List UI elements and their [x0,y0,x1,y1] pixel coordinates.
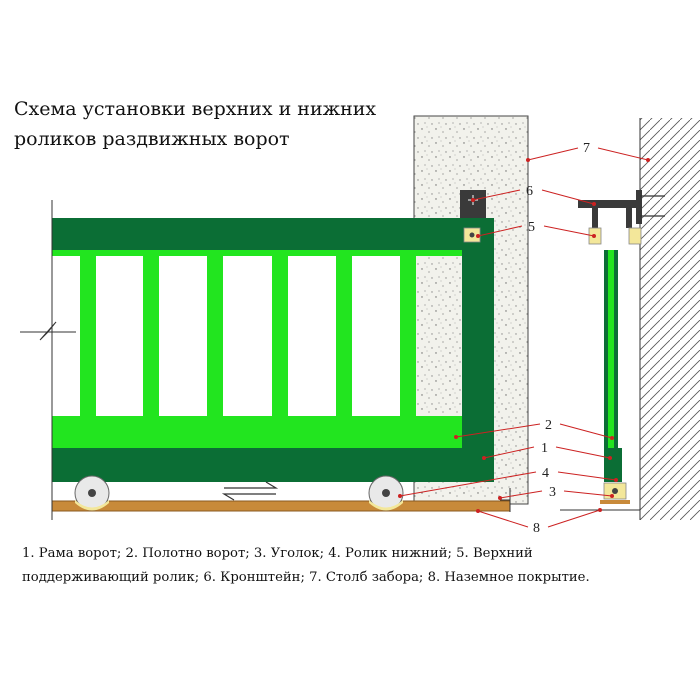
callout-5: 5 [528,220,535,235]
wall-hatch [639,118,700,520]
break-line-icon [20,200,76,520]
gate-panel [52,250,462,448]
bottom-roller-right [368,475,404,511]
top-bracket-front [460,190,486,218]
side-top-rollers [588,227,642,245]
leader-points [398,158,650,513]
gate-side-view [604,250,622,482]
side-bottom-roller [600,482,630,504]
callout-3: 3 [549,485,556,500]
callout-1: 1 [541,441,548,456]
double-arrow-icon [221,481,279,501]
top-roller-front [463,227,481,243]
legend-line-2: поддерживающий ролик; 6. Кронштейн; 7. С… [22,570,590,585]
diagram-title-line-2: роликов раздвижных ворот [14,128,290,150]
leader-lines [399,147,649,528]
callout-4: 4 [542,466,549,481]
diagram-title-line-1: Схема установки верхних и нижних [14,98,377,120]
ground-covering [52,501,510,511]
callout-7: 7 [583,141,590,156]
legend-line-1: 1. Рама ворот; 2. Полотно ворот; 3. Угол… [22,546,533,561]
callout-6: 6 [526,184,533,199]
bottom-roller-left [74,475,110,511]
gate-frame [52,218,494,482]
side-bracket [578,190,665,238]
callout-8: 8 [533,521,540,536]
callout-2: 2 [545,418,552,433]
